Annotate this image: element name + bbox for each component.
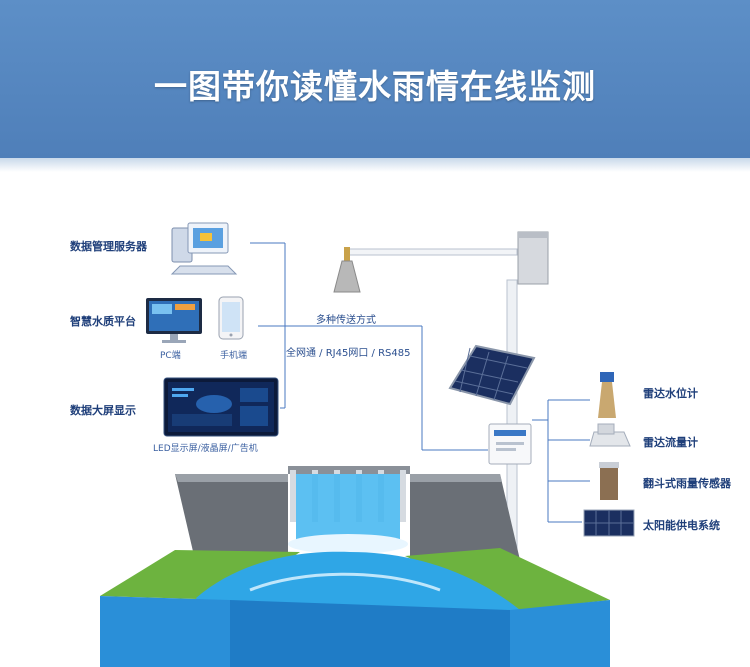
sensor-radar-flow-label: 雷达流量计 bbox=[643, 436, 698, 449]
tipping-bucket-rain-gauge-icon bbox=[599, 462, 619, 500]
big-screen-display-icon bbox=[163, 377, 279, 437]
page-title: 一图带你读懂水雨情在线监测 bbox=[154, 67, 596, 106]
server-computer-icon bbox=[170, 222, 238, 275]
right-connector-lines bbox=[532, 399, 590, 523]
left-connector-lines bbox=[250, 242, 488, 451]
terrain-base bbox=[100, 596, 610, 667]
radar-horn-icon bbox=[333, 247, 361, 293]
screen-label: 数据大屏显示 bbox=[70, 404, 136, 417]
solar-panel-on-pole-icon bbox=[448, 344, 536, 406]
transmission-methods: 全网通 / RJ45网口 / RS485 bbox=[286, 348, 411, 359]
sensor-rain-gauge-label: 翻斗式雨量传感器 bbox=[643, 477, 731, 490]
phone-icon bbox=[218, 296, 244, 340]
pc-monitor-icon bbox=[146, 298, 202, 343]
data-logger-box-icon bbox=[488, 423, 532, 465]
server-label: 数据管理服务器 bbox=[70, 240, 147, 253]
transmission-title: 多种传送方式 bbox=[316, 315, 376, 326]
screen-caption: LED显示屏/液晶屏/广告机 bbox=[153, 444, 258, 454]
radar-level-meter-icon bbox=[598, 372, 616, 418]
header-banner bbox=[0, 0, 750, 158]
radar-flow-meter-icon bbox=[589, 423, 631, 447]
solar-panel-icon bbox=[583, 509, 635, 537]
header-shadow bbox=[0, 158, 750, 172]
spillway-water bbox=[288, 474, 408, 554]
sensor-radar-level-label: 雷达水位计 bbox=[643, 387, 698, 400]
grass-banks bbox=[100, 548, 610, 610]
pc-caption: PC端 bbox=[160, 351, 181, 361]
phone-caption: 手机端 bbox=[220, 351, 248, 361]
sensor-solar-label: 太阳能供电系统 bbox=[643, 519, 720, 532]
platform-label: 智慧水质平台 bbox=[70, 315, 136, 328]
dam-structure bbox=[175, 466, 520, 560]
rain-gauge-top-icon bbox=[517, 231, 549, 285]
